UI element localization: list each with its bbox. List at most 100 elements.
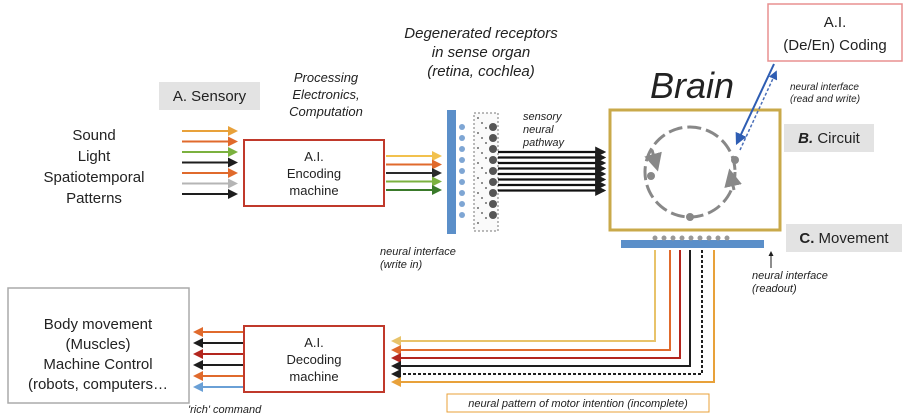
brain-box — [608, 108, 782, 232]
processing-line: Processing — [294, 70, 359, 85]
receptor-speck — [485, 142, 487, 144]
interface-electrode — [459, 168, 465, 174]
input-line: Patterns — [66, 190, 122, 207]
receptor-cell — [489, 145, 497, 153]
sensory-pathway-arrows — [498, 146, 607, 196]
interface-electrode — [459, 190, 465, 196]
receptor-cell — [489, 189, 497, 197]
encoder-output-arrows — [386, 151, 442, 195]
pathway-caption: neural — [523, 124, 554, 136]
receptor-speck — [481, 152, 483, 154]
write-in-interface-caption: neural interface — [380, 246, 456, 258]
receptor-title-line: in sense organ — [432, 44, 530, 61]
receptor-speck — [481, 122, 483, 124]
receptor-speck — [485, 202, 487, 204]
sense-organ — [447, 110, 499, 234]
interface-electrode — [459, 146, 465, 152]
receptor-speck — [477, 117, 479, 119]
receptor-speck — [481, 137, 483, 139]
neural-interface-readout — [621, 240, 764, 248]
motor-readout-line — [391, 250, 681, 363]
readout-electrode — [652, 235, 658, 241]
receptor-speck — [485, 157, 487, 159]
neural-circuit-loop — [643, 125, 742, 221]
readout-electrode — [679, 235, 685, 241]
circuit-label-box — [784, 124, 874, 152]
movement-label-box — [786, 224, 902, 252]
neural-interface-write-in — [447, 110, 456, 234]
readout-electrode — [706, 235, 712, 241]
receptor-dots — [459, 117, 497, 224]
decoder-line: machine — [289, 369, 338, 384]
receptor-speck — [485, 127, 487, 129]
rich-command-caption: 'rich' command — [188, 404, 262, 416]
receptor-speck — [477, 192, 479, 194]
encoding-machine-box — [243, 139, 385, 207]
read-write-interface-caption: neural interface — [790, 82, 859, 93]
decoder-line: Decoding — [287, 352, 342, 367]
output-line: Body movement — [44, 316, 153, 333]
movement-text: Movement — [814, 230, 889, 247]
pathway-caption: pathway — [522, 137, 565, 149]
processing-caption: Processing Electronics, Computation — [289, 70, 363, 119]
encoder-line: machine — [289, 183, 338, 198]
read-write-interface-caption: (read and write) — [790, 94, 860, 105]
input-line: Sound — [72, 127, 115, 144]
readout-electrode — [697, 235, 703, 241]
receptor-speck — [485, 172, 487, 174]
readout-electrode — [724, 235, 730, 241]
receptor-title-line: Degenerated receptors — [404, 25, 558, 42]
interface-electrode — [459, 201, 465, 207]
receptor-cell — [489, 178, 497, 186]
readout-electrode — [670, 235, 676, 241]
receptor-cell — [489, 200, 497, 208]
receptor-speck — [477, 147, 479, 149]
receptor-speck — [477, 222, 479, 224]
circuit-label: B. Circuit — [798, 130, 861, 147]
decoder-line: A.I. — [304, 335, 324, 350]
receptor-speck — [481, 182, 483, 184]
receptor-speck — [477, 132, 479, 134]
receptor-cell — [489, 156, 497, 164]
read-arrow — [739, 70, 778, 151]
input-arrows — [182, 126, 238, 199]
processing-line: Electronics, — [292, 87, 359, 102]
receptor-title: Degenerated receptors in sense organ (re… — [404, 25, 558, 80]
motor-readout-line — [391, 250, 656, 346]
circuit-node — [647, 172, 655, 180]
receptor-speck — [485, 187, 487, 189]
decoding-machine-box — [243, 325, 385, 393]
motor-readout-line — [391, 250, 691, 371]
motor-readout-lines — [391, 250, 715, 387]
receptor-speck — [481, 167, 483, 169]
output-line: Machine Control — [43, 356, 152, 373]
input-labels: Sound Light Spatiotemporal Patterns — [44, 127, 145, 207]
brain-title: Brain — [650, 65, 734, 106]
coding-line: (De/En) Coding — [783, 37, 886, 54]
encoder-line: A.I. — [304, 149, 324, 164]
sensory-label-box — [159, 82, 260, 110]
output-line: (robots, computers… — [28, 376, 168, 393]
encoder-line: Encoding — [287, 166, 341, 181]
input-line: Spatiotemporal — [44, 169, 145, 186]
processing-line: Computation — [289, 104, 363, 119]
decoder-output-arrows — [193, 327, 243, 392]
circuit-node — [686, 213, 694, 221]
coding-box — [767, 3, 903, 62]
motor-readout-line — [391, 250, 671, 355]
receptor-cell — [489, 123, 497, 131]
interface-electrode — [459, 124, 465, 130]
receptor-speck — [477, 207, 479, 209]
coding-line: A.I. — [824, 14, 847, 31]
readout-electrodes — [652, 235, 730, 241]
readout-electrode — [688, 235, 694, 241]
motor-intention-box — [446, 393, 710, 413]
circuit-arrow-left — [644, 149, 662, 172]
circuit-node — [731, 156, 739, 164]
output-box — [7, 287, 190, 404]
circuit-arrow-right — [724, 168, 742, 191]
receptor-speck — [477, 162, 479, 164]
motor-intention-caption: neural pattern of motor intention (incom… — [468, 398, 688, 410]
